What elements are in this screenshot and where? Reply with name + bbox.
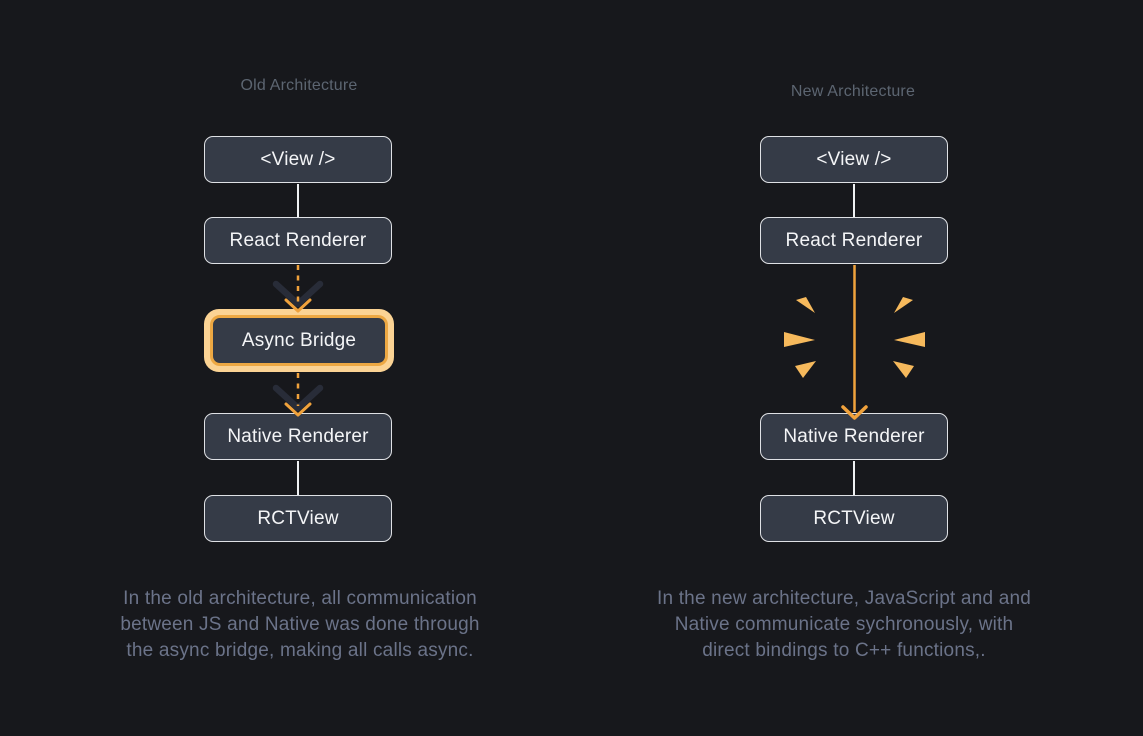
node-new-rctview: RCTView bbox=[760, 495, 948, 542]
node-old-react-renderer: React Renderer bbox=[204, 217, 392, 264]
node-old-native-renderer-label: Native Renderer bbox=[227, 425, 369, 447]
node-new-rctview-label: RCTView bbox=[813, 507, 895, 529]
new-caption-line: Native communicate sychronously, with bbox=[674, 614, 1014, 635]
new-caption: In the new architecture, JavaScript and … bbox=[634, 586, 1054, 664]
sync-burst-left-icon bbox=[784, 297, 816, 378]
node-old-react-renderer-label: React Renderer bbox=[229, 229, 367, 251]
spark-wedge bbox=[893, 361, 914, 378]
node-new-native-renderer-label: Native Renderer bbox=[783, 425, 925, 447]
dark-chevron-icon bbox=[272, 384, 324, 412]
node-old-async-bridge-label: Async Bridge bbox=[241, 329, 357, 351]
node-new-view: <View /> bbox=[760, 136, 948, 183]
node-old-async-bridge-highlight: Async Bridge bbox=[204, 309, 394, 372]
async-arrow-icon bbox=[272, 265, 324, 313]
node-new-view-label: <View /> bbox=[816, 148, 892, 170]
new-caption-line: direct bindings to C++ functions,. bbox=[702, 640, 986, 661]
node-old-rctview: RCTView bbox=[204, 495, 392, 542]
new-architecture-title: New Architecture bbox=[790, 83, 916, 100]
node-old-view-label: <View /> bbox=[260, 148, 336, 170]
sync-burst-right-icon bbox=[893, 297, 925, 378]
node-new-react-renderer: React Renderer bbox=[760, 217, 948, 264]
dark-chevron-icon bbox=[272, 280, 324, 308]
node-new-react-renderer-label: React Renderer bbox=[785, 229, 923, 251]
new-caption-line: In the new architecture, JavaScript and … bbox=[656, 588, 1032, 609]
old-caption-line: the async bridge, making all calls async… bbox=[126, 640, 474, 661]
node-old-rctview-label: RCTView bbox=[257, 507, 339, 529]
spark-wedge bbox=[894, 297, 913, 313]
node-new-native-renderer: Native Renderer bbox=[760, 413, 948, 460]
spark-wedge bbox=[796, 297, 815, 313]
spark-wedge bbox=[894, 332, 925, 347]
old-caption-line: between JS and Native was done through bbox=[120, 614, 480, 635]
node-old-view: <View /> bbox=[204, 136, 392, 183]
old-architecture-title: Old Architecture bbox=[240, 77, 358, 94]
old-caption-line: In the old architecture, all communicati… bbox=[123, 588, 477, 609]
spark-wedge bbox=[784, 332, 815, 347]
node-old-native-renderer: Native Renderer bbox=[204, 413, 392, 460]
sync-arrow-icon bbox=[841, 265, 868, 420]
old-caption: In the old architecture, all communicati… bbox=[90, 586, 510, 664]
node-old-async-bridge: Async Bridge bbox=[210, 315, 388, 366]
async-arrow-icon bbox=[272, 373, 324, 417]
spark-wedge bbox=[795, 361, 816, 378]
